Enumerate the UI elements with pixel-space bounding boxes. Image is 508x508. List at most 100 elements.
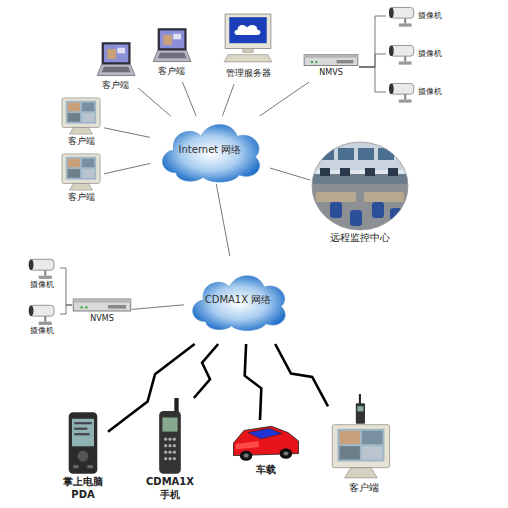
node-label: 管理服务器 [222, 68, 274, 79]
node-label: 摄像机 [418, 49, 456, 59]
icon-circle [164, 457, 167, 460]
icon-polygon [345, 468, 378, 478]
icon-rect [30, 305, 54, 316]
icon-rect [399, 61, 412, 64]
label-group: 摄像机 [418, 4, 456, 28]
node-label: 客户端 [148, 66, 194, 77]
icon-rect [340, 168, 350, 176]
node-label: 车载 [226, 464, 306, 477]
network-link [104, 164, 150, 174]
vehicle-terminal: 车载 [226, 420, 306, 486]
box-icon [303, 52, 359, 68]
icon-polygon [248, 428, 282, 438]
icon-rect [82, 159, 94, 168]
network-link [260, 82, 310, 116]
node-label: 客户端 [92, 80, 138, 91]
icon-rect [365, 168, 375, 176]
wireless-link [275, 344, 328, 406]
icon-circle [168, 451, 171, 454]
icon-rect [316, 192, 356, 202]
icon-circle [168, 438, 171, 441]
icon-polygon [70, 183, 93, 190]
server-icon [222, 8, 274, 68]
node-label: 客户端 [58, 192, 104, 203]
network-link [104, 128, 150, 138]
icon-rect [107, 49, 116, 59]
node-label: Internet 网络 [150, 144, 270, 157]
cam-icon [386, 42, 418, 66]
center-icon [310, 140, 410, 232]
pda-icon [58, 410, 108, 476]
icon-rect [338, 148, 354, 160]
label-group: 管理服务器 [222, 68, 274, 79]
icon-rect [44, 270, 46, 275]
icon-rect [82, 113, 94, 122]
icon-rect [304, 54, 358, 57]
camera: 摄像机 [24, 256, 60, 294]
icon-circle [164, 444, 167, 447]
client-monitor: 客户端 [328, 394, 400, 504]
icon-rect [73, 299, 131, 311]
icon-ellipse [389, 7, 394, 18]
laptop-icon [148, 26, 194, 66]
node-label: 远程监控中心 [310, 232, 410, 245]
wireless-link [108, 344, 195, 432]
camera: 摄像机 [386, 4, 456, 28]
network-link [138, 88, 171, 116]
box-icon [72, 296, 132, 314]
icon-rect [390, 83, 413, 94]
icon-rect [102, 42, 131, 64]
icon-rect [318, 148, 334, 160]
label-group: CDMA1X 网络 [184, 256, 292, 344]
icon-rect [39, 322, 52, 325]
icon-rect [350, 210, 362, 226]
icon-rect [330, 202, 342, 218]
client-monitor: 客户端 [58, 96, 104, 150]
icon-rect [404, 94, 406, 99]
icon-rect [390, 45, 413, 56]
icon-rect [158, 28, 187, 50]
icon-rect [362, 431, 382, 444]
icon-rect [104, 44, 128, 62]
icon-rect [399, 99, 412, 102]
node-label: 客户端 [328, 482, 400, 495]
node-label: 摄像机 [418, 11, 456, 21]
cam-icon [24, 256, 60, 280]
camera: 摄像机 [386, 42, 456, 66]
network-cloud: Internet 网络 [150, 116, 270, 184]
icon-rect [320, 168, 330, 176]
icon-rect [337, 429, 384, 462]
crt-icon [58, 96, 104, 136]
icon-rect [68, 103, 80, 112]
icon-rect [364, 192, 404, 202]
icon-ellipse [283, 451, 288, 455]
icon-circle [311, 61, 313, 63]
icon-rect [304, 54, 358, 65]
icon-rect [310, 140, 410, 232]
icon-rect [310, 184, 410, 232]
network-cloud: CDMA1X 网络 [184, 256, 292, 344]
label-group: 摄像机 [418, 42, 456, 66]
icon-rect [87, 465, 93, 468]
node-label: 摄像机 [24, 326, 60, 336]
icon-rect [66, 157, 96, 180]
network-link [359, 16, 386, 67]
icon-rect [163, 35, 172, 45]
icon-path [234, 25, 260, 35]
icon-rect [173, 34, 181, 40]
icon-rect [62, 154, 100, 184]
icon-rect [356, 403, 365, 423]
icon-rect [399, 23, 412, 26]
icon-rect [74, 422, 92, 424]
icon-rect [159, 411, 181, 474]
icon-ellipse [243, 454, 248, 458]
icon-ellipse [240, 450, 253, 460]
node-label: 摄像机 [418, 87, 456, 97]
wireless-link [245, 344, 262, 420]
client-laptop: 客户端 [148, 26, 194, 82]
icon-circle [164, 451, 167, 454]
cam-icon [386, 80, 418, 104]
icon-circle [315, 61, 317, 63]
icon-circle [85, 306, 87, 308]
